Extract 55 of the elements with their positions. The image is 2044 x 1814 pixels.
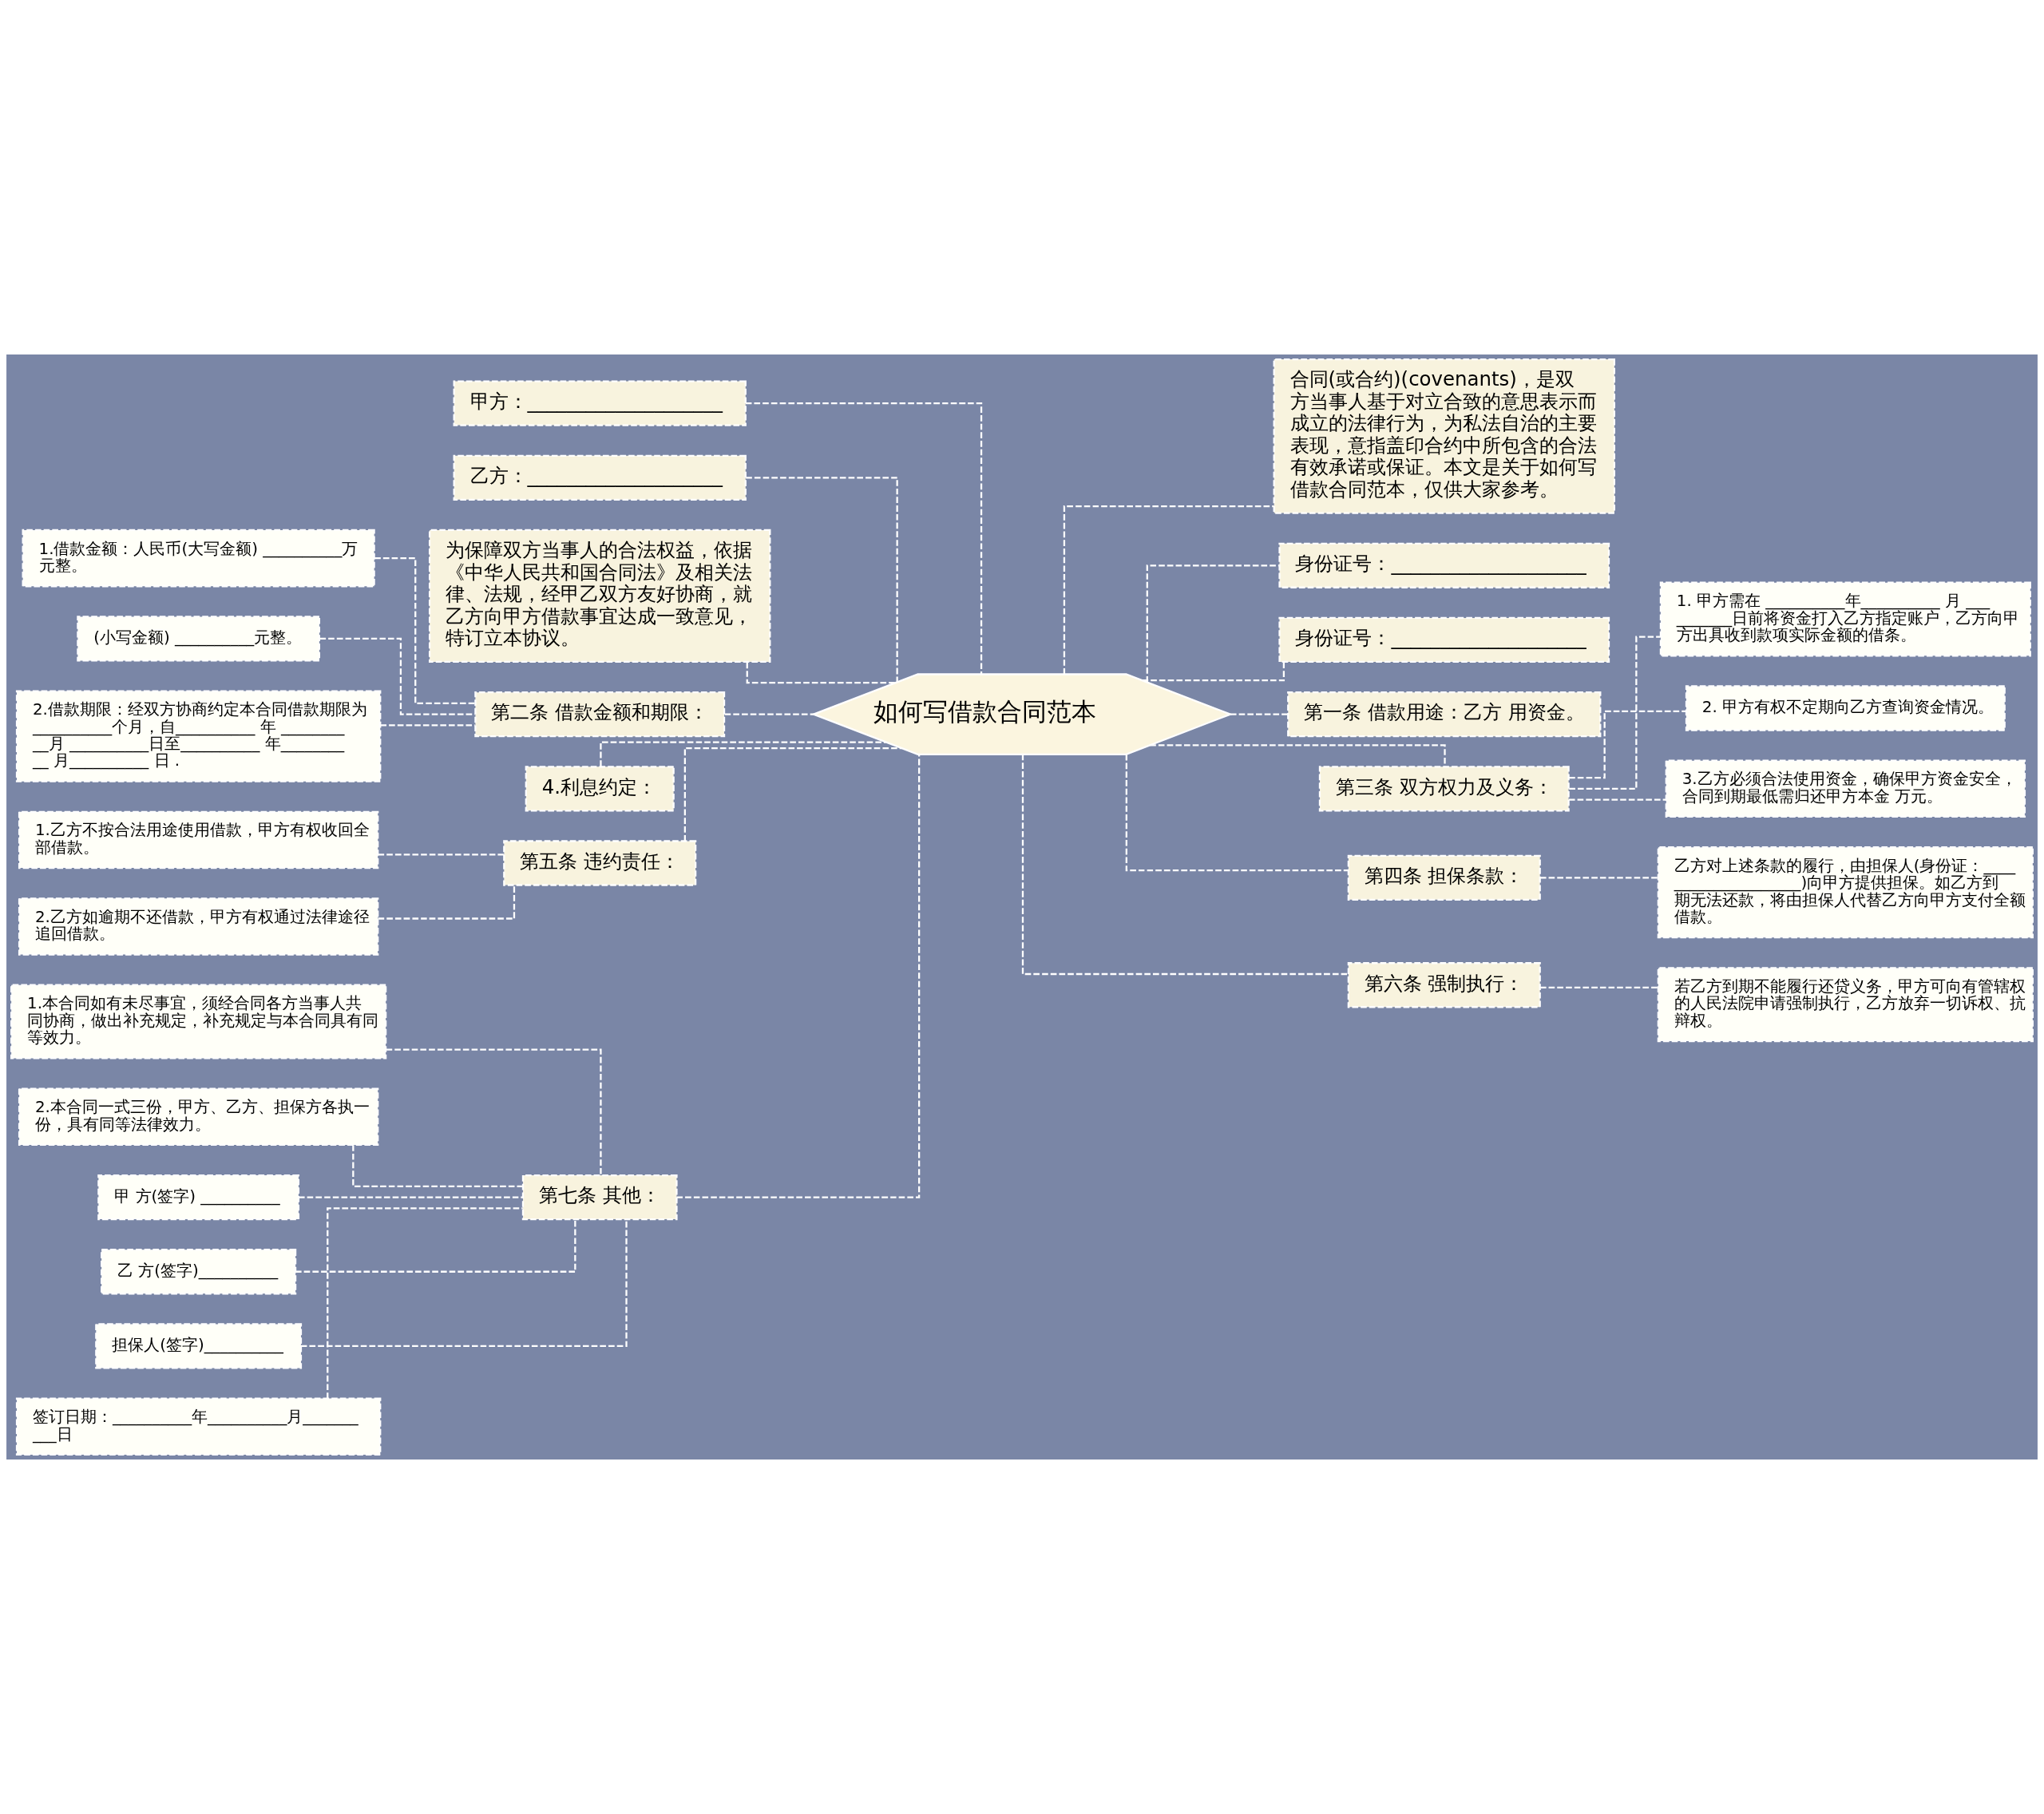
connector [724,713,814,715]
connector [1230,713,1288,715]
node-box: 第五条 违约责任： [503,840,697,886]
connector [319,637,475,715]
connector [1125,755,1349,872]
node-box: 甲方：____________________ [453,380,747,426]
node-box: 4.利息约定： [525,766,675,812]
connector [352,1145,523,1187]
connector [299,1196,523,1198]
connector [1146,564,1280,683]
connector [1063,505,1274,675]
connector [378,854,505,856]
connector [683,747,902,842]
connector [1021,754,1349,976]
connector [1540,986,1658,988]
node-box: 1. 甲方需在 __________年__________ 月 __________日前将资金打入乙方指定账户，乙方向甲方出具收到款项实际金额的借条。 [1659,581,2031,657]
node-box: 2.本合同一式三份，甲方、乙方、担保方各执一份，具有同等法律效力。 [18,1087,379,1147]
node-box: 1.本合同如有未尽事宜，须经合同各方当事人共同协商，做出补充规定，补充规定与本合同具有同等效力。 [10,984,387,1059]
node-box: 3.乙方必须合法使用资金，确保甲方资金安全，合同到期最低需归还甲方本金 万元。 [1665,759,2026,818]
node-box: 第四条 担保条款： [1347,854,1541,901]
node-box: 第一条 借款用途：乙方 用资金。 [1287,691,1602,738]
connector [295,1219,576,1273]
connector [327,1207,523,1399]
node-box: 甲 方(签字) __________ [97,1174,300,1221]
node-box: 第三条 双方权力及义务： [1318,766,1570,812]
connector [1569,798,1666,801]
node-box: 第二条 借款金额和期限： [474,691,726,738]
connector [745,402,983,675]
node-box: 乙 方(签字)__________ [101,1249,297,1295]
connector [378,885,516,920]
node-box: 第七条 其他： [521,1174,678,1221]
connector [746,477,898,683]
node-box: 担保人(签字)__________ [95,1323,303,1369]
node-box: 第六条 强制执行： [1347,962,1541,1008]
node-box: 合同(或合约)(covenants)，是双方当事人基于对立合致的意思表示而成立的法律行为，为私法自治的主要表现，意指盖印合约中所包含的合法有效承诺或保证。本文是关于如何写借款合同范本，仅供大家参考。 [1273,358,1616,514]
connector [676,754,921,1198]
connector [1540,877,1658,879]
node-box: 2. 甲方有权不定期向乙方查询资金情况。 [1685,685,2006,731]
connector [380,724,475,727]
node-box: 签订日期：__________年__________月__________日 [15,1397,382,1456]
node-box: 1.借款金额：人民币(大写金额) __________万元整。 [22,529,375,588]
node-box: 乙方对上述条款的履行，由担保人(身份证：____________________)向甲方提供担保。如乙方到期无法还款，将由担保人代替乙方向甲方支付全额借款。 [1657,846,2034,939]
node-box: 2.借款期限：经双方协商约定本合同借款期限为 __________个月，自__________ 年 __________月 __________日至__________ 年__________ 月__________ 日 . [15,690,382,782]
connector [374,556,476,705]
node-box: 身份证号：____________________ [1278,542,1610,588]
node-box: 为保障双方当事人的合法权益，依据《中华人民共和国合同法》及相关法律、法规，经甲乙双方友好协商，就乙方向甲方借款事宜达成一致意见，特订立本协议。 [428,529,771,663]
connector [301,1219,628,1348]
node-box: 乙方：____________________ [453,454,747,501]
connector [1569,710,1686,779]
node-box: 若乙方到期不能履行还贷义务，甲方可向有管辖权的人民法院申请强制执行，乙方放弃一切诉权、抗辩权。 [1657,967,2034,1043]
node-box: 1.乙方不按合法用途使用借款，甲方有权收回全部借款。 [18,810,379,869]
node-box: 2.乙方如逾期不还借款，甲方有权通过法律途径追回借款。 [18,897,379,956]
node-box: 身份证号：____________________ [1278,616,1610,663]
connector [386,1048,602,1175]
node-box: (小写金额) __________元整。 [77,616,321,662]
